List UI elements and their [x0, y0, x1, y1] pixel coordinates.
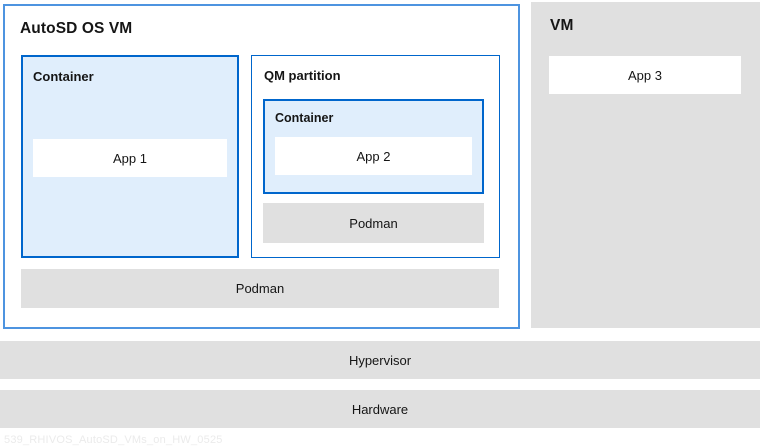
app2-box: App 2: [275, 137, 472, 175]
autosd-os-vm-title: AutoSD OS VM: [20, 20, 133, 37]
hardware-bar: Hardware: [0, 390, 760, 428]
app1-box: App 1: [33, 139, 227, 177]
app3-box: App 3: [549, 56, 741, 94]
vm-title: VM: [550, 17, 574, 34]
qm-container-box: Container App 2: [263, 99, 484, 194]
hypervisor-bar: Hypervisor: [0, 341, 760, 379]
autosd-container-box: Container App 1: [21, 55, 239, 258]
autosd-container-title: Container: [33, 69, 94, 84]
figure-id-caption: 539_RHIVOS_AutoSD_VMs_on_HW_0525: [4, 434, 223, 446]
autosd-podman-bar: Podman: [21, 269, 499, 308]
vm-box: VM App 3: [531, 2, 760, 328]
qm-partition-box: QM partition Container App 2 Podman: [251, 55, 500, 258]
qm-podman-bar: Podman: [263, 203, 484, 243]
autosd-os-vm-box: AutoSD OS VM Container App 1 QM partitio…: [3, 4, 520, 329]
qm-partition-title: QM partition: [264, 68, 341, 83]
qm-container-title: Container: [275, 111, 334, 125]
